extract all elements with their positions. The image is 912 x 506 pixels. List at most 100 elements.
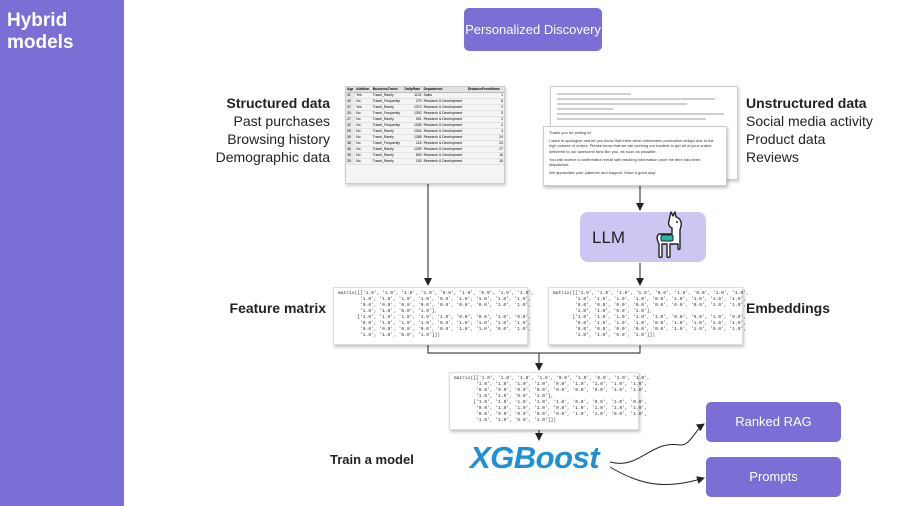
- table-cell: Research & Development: [422, 140, 467, 147]
- combined-matrix-image: matrix([['1.0', '1.0', '1.0', '1.0', '0.…: [449, 372, 650, 430]
- table-cell: Yes: [355, 92, 372, 99]
- table-cell: Travel_Rarely: [371, 92, 404, 99]
- table-cell: 15: [466, 158, 504, 165]
- table-cell: No: [355, 146, 372, 153]
- table-header: BusinessTravel: [371, 87, 404, 93]
- structured-data-table-image: Age Attrition BusinessTravel DailyRate D…: [345, 86, 505, 184]
- unstructured-data-list: Social media activity Product data Revie…: [746, 112, 873, 166]
- table-cell: Yes: [355, 104, 372, 111]
- embeddings-matrix-image: matrix([['1.0', '1.0', '1.0', '1.0', '0.…: [548, 287, 749, 345]
- table-header: Age: [346, 87, 356, 93]
- train-model-label: Train a model: [330, 452, 414, 467]
- table-cell: 37: [346, 104, 356, 111]
- structured-data-title: Structured data: [226, 95, 330, 111]
- table-cell: Research & Development: [422, 152, 467, 159]
- table-cell: 41: [346, 92, 356, 99]
- unstructured-item-product-data: Product data: [746, 131, 826, 147]
- table-cell: Research & Development: [422, 146, 467, 153]
- table-cell: Travel_Frequently: [371, 110, 404, 117]
- table-cell: 1102: [403, 92, 423, 99]
- table-cell: Travel_Rarely: [371, 134, 404, 141]
- table-cell: Sales: [422, 92, 467, 99]
- llm-label: LLM: [592, 228, 626, 247]
- customer-email-document: Thank you for writing in! I want to apol…: [543, 126, 727, 186]
- table-cell: Travel_Rarely: [371, 158, 404, 165]
- sidebar: Hybrid models: [0, 0, 124, 506]
- table-cell: 1299: [403, 146, 423, 153]
- email-paragraph: You will receive a confirmation email wi…: [549, 156, 701, 168]
- table-cell: 27: [466, 146, 504, 153]
- table-cell: 33: [346, 110, 356, 117]
- table-cell: Travel_Rarely: [371, 146, 404, 153]
- table-cell: No: [355, 122, 372, 129]
- join-line: [427, 339, 641, 354]
- table-cell: 16: [466, 152, 504, 159]
- table-cell: Research & Development: [422, 134, 467, 141]
- table-cell: Travel_Rarely: [371, 152, 404, 159]
- table-cell: 30: [346, 134, 356, 141]
- table-cell: No: [355, 158, 372, 165]
- table-cell: Travel_Frequently: [371, 122, 404, 129]
- table-cell: 3: [466, 110, 504, 117]
- table-cell: No: [355, 140, 372, 147]
- table-cell: Research & Development: [422, 104, 467, 111]
- table-header: Attrition: [355, 87, 372, 93]
- table-cell: Travel_Rarely: [371, 104, 404, 111]
- table-header: DailyRate: [403, 87, 423, 93]
- unstructured-data-title: Unstructured data: [746, 95, 867, 111]
- table-cell: Research & Development: [422, 116, 467, 123]
- feature-matrix-label: Feature matrix: [229, 300, 326, 316]
- embeddings-label: Embeddings: [746, 300, 831, 316]
- unstructured-item-social-media: Social media activity: [746, 113, 873, 129]
- table-cell: 59: [346, 128, 356, 135]
- table-cell: No: [355, 110, 372, 117]
- table-cell: No: [355, 152, 372, 159]
- table-cell: Research & Development: [422, 128, 467, 135]
- table-cell: 1392: [403, 110, 423, 117]
- table-cell: 591: [403, 116, 423, 123]
- table-cell: 23: [466, 140, 504, 147]
- table-cell: 153: [403, 158, 423, 165]
- table-cell: 279: [403, 98, 423, 105]
- structured-data-list: Past purchases Browsing history Demograp…: [216, 112, 330, 166]
- xgboost-logo: XGBoost: [470, 440, 600, 475]
- slide-title: Hybrid models: [7, 10, 74, 53]
- table-cell: 216: [403, 140, 423, 147]
- prompts-box: Prompts: [706, 457, 841, 497]
- table-cell: 809: [403, 152, 423, 159]
- table-header-row: Age Attrition BusinessTravel DailyRate D…: [346, 87, 504, 93]
- structured-item-browsing-history: Browsing history: [227, 131, 330, 147]
- table-header: DistanceFromHome: [466, 87, 504, 93]
- table-cell: 1324: [403, 128, 423, 135]
- table-cell: 3: [466, 128, 504, 135]
- table-cell: Research & Development: [422, 122, 467, 129]
- llama-icon: [656, 211, 682, 259]
- email-paragraph: I want to apologize and let you know tha…: [549, 138, 714, 154]
- table-cell: No: [355, 116, 372, 123]
- table-cell: 27: [346, 116, 356, 123]
- table-cell: No: [355, 134, 372, 141]
- table-cell: 2: [466, 104, 504, 111]
- unstructured-item-reviews: Reviews: [746, 149, 799, 165]
- table-cell: 1373: [403, 104, 423, 111]
- table-cell: Travel_Rarely: [371, 128, 404, 135]
- personalized-discovery-box: Personalized Discovery: [464, 8, 602, 51]
- table-cell: 29: [346, 158, 356, 165]
- email-paragraph: Thank you for writing in!: [549, 130, 592, 135]
- data-table: Age Attrition BusinessTravel DailyRate D…: [346, 87, 504, 165]
- table-cell: 1: [466, 92, 504, 99]
- table-header: Department: [422, 87, 467, 93]
- table-cell: 32: [346, 122, 356, 129]
- table-cell: 49: [346, 98, 356, 105]
- table-cell: 1005: [403, 122, 423, 129]
